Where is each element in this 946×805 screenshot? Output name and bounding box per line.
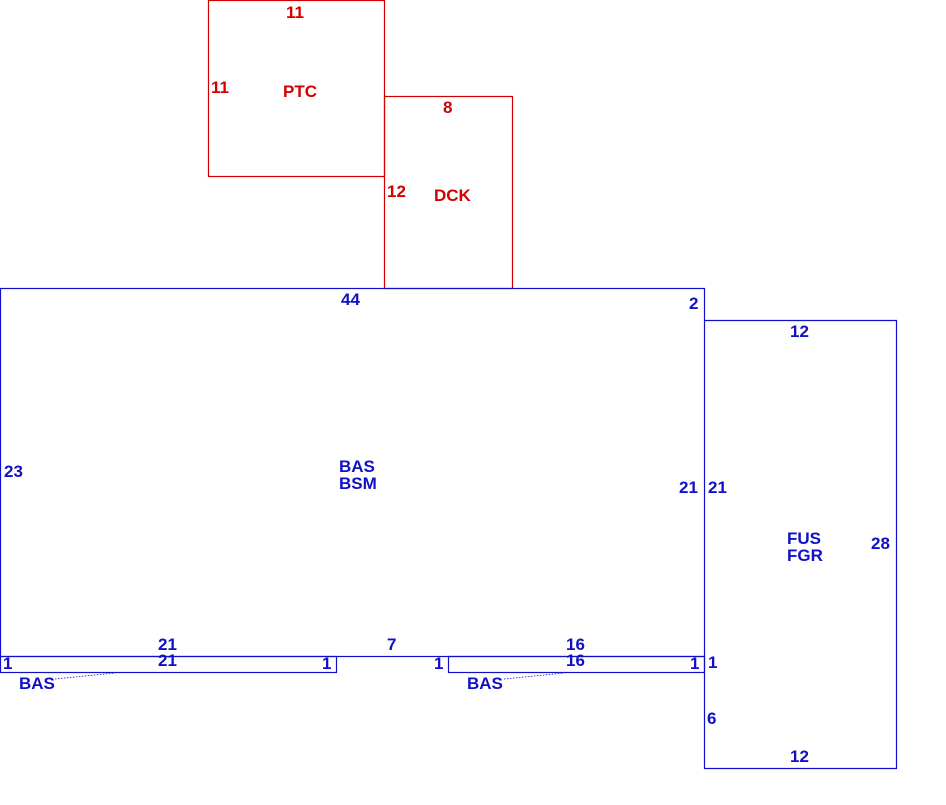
bas-right-area-code: BAS [467,674,503,693]
main-polygon [0,287,706,658]
main-right-top-dimension: 2 [689,294,699,313]
ptc-top-dimension: 11 [286,3,304,22]
garage-step-dimension: 1 [708,653,718,672]
garage-bottom-dimension: 12 [790,747,809,766]
bas-right-polygon [447,655,706,680]
garage-polygon [703,319,898,770]
main-bottom-right-dimension: 16 [566,635,585,654]
main-area-code-1: BAS [339,457,375,476]
main-top-dimension: 44 [341,290,360,309]
garage-area-code-2: FGR [787,546,823,565]
dck-left-dimension: 12 [387,182,406,201]
garage-left-lower-dimension: 6 [707,709,717,728]
main-bottom-left-dimension: 21 [158,635,177,654]
main-area-code-2: BSM [339,474,377,493]
ptc-area-code: PTC [283,82,317,101]
bas-right-top-dimension: 16 [566,651,585,670]
bas-left-top-dimension: 21 [158,651,177,670]
main-right-dimension: 21 [679,478,698,497]
garage-left-dimension: 21 [708,478,727,497]
garage-top-dimension: 12 [790,322,809,341]
bas-right-right-dimension: 1 [690,654,700,673]
bas-left-polygon [0,655,338,680]
bas-left-area-code: BAS [19,674,55,693]
main-left-dimension: 23 [4,462,23,481]
ptc-polygon [207,0,386,178]
bas-right-left-dimension: 1 [434,654,444,673]
dck-top-dimension: 8 [443,98,453,117]
ptc-left-dimension: 11 [211,78,229,97]
dck-area-code: DCK [434,186,471,205]
garage-area-code-1: FUS [787,529,821,548]
bas-left-left-dimension: 1 [3,654,13,673]
garage-right-dimension: 28 [871,534,890,553]
bas-left-right-dimension: 1 [322,654,332,673]
main-bottom-mid-dimension: 7 [387,635,397,654]
